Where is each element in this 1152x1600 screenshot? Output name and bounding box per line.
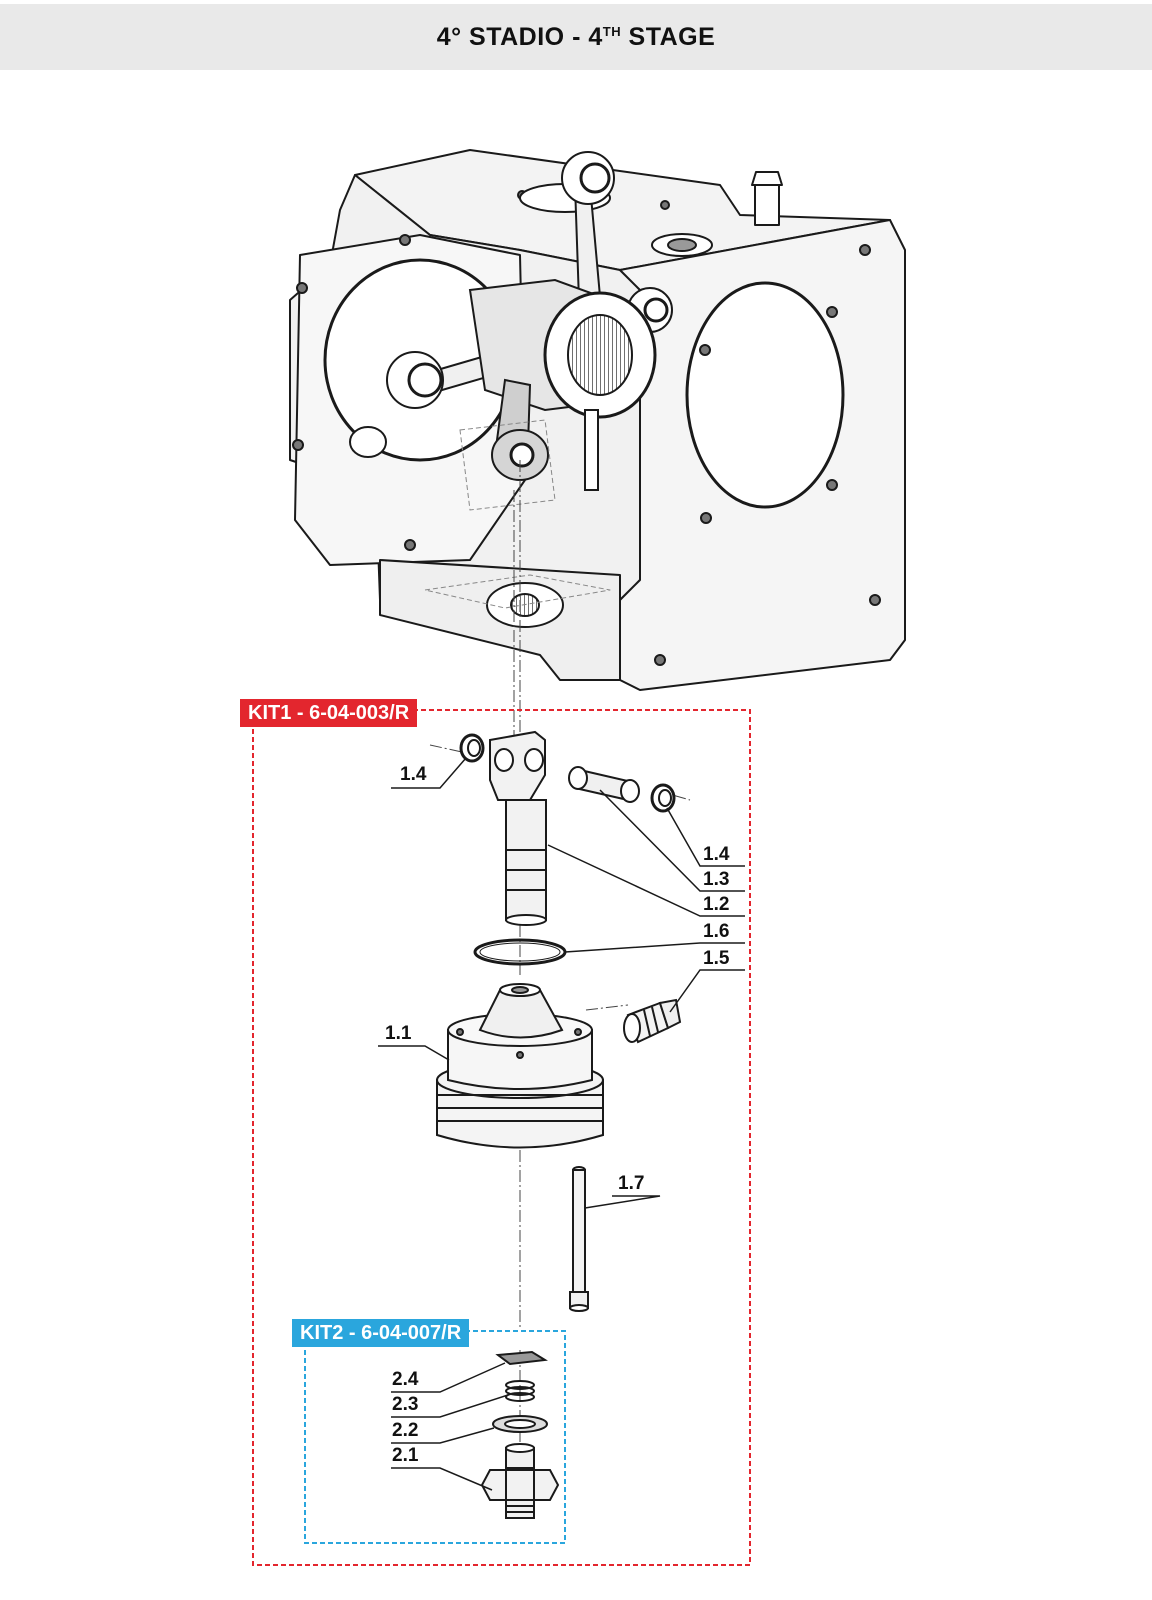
- callout-1-6: 1.6: [703, 921, 730, 942]
- kit1-boundary: [252, 709, 751, 1566]
- callout-2-3: 2.3: [392, 1394, 419, 1415]
- part-1-5-fitting: [623, 998, 682, 1044]
- callout-1-1: 1.1: [385, 1023, 412, 1044]
- part-2-3-spring: [505, 1380, 535, 1402]
- callout-1-4-right: 1.4: [703, 844, 730, 865]
- callout-1-2: 1.2: [703, 894, 730, 915]
- part-1-1-cylinder-head: [436, 983, 604, 1149]
- title-superscript: TH: [602, 23, 622, 39]
- title-end: STAGE: [621, 22, 716, 51]
- callout-1-5: 1.5: [703, 948, 730, 969]
- part-1-7-bolt: [569, 1166, 589, 1312]
- part-1-2-plunger: [489, 730, 547, 926]
- title-main: 4° STADIO - 4: [436, 22, 603, 51]
- callout-1-7: 1.7: [618, 1173, 645, 1194]
- kit2-label: KIT2 - 6-04-007/R: [292, 1319, 470, 1347]
- piston-outline-dashed: [459, 419, 556, 511]
- callout-2-2: 2.2: [392, 1420, 419, 1441]
- callout-2-1: 2.1: [392, 1445, 419, 1466]
- callout-1-4-left: 1.4: [400, 764, 427, 785]
- leader-lines: [378, 757, 745, 1491]
- callout-1-3: 1.3: [703, 869, 730, 890]
- part-1-4-left-snap-ring: [459, 733, 485, 763]
- part-1-3-pin: [568, 766, 640, 803]
- page-title: 4° STADIO - 4TH STAGE: [437, 23, 716, 52]
- callout-2-4: 2.4: [392, 1369, 419, 1390]
- part-1-4-right-snap-ring: [650, 783, 676, 813]
- page-header: 4° STADIO - 4TH STAGE: [0, 4, 1152, 70]
- part-2-2-washer: [492, 1415, 548, 1433]
- part-2-1-valve-seat: [480, 1443, 560, 1519]
- kit1-label: KIT1 - 6-04-003/R: [240, 699, 418, 727]
- crank-assembly: [386, 151, 673, 491]
- part-2-4-valve-plate: [495, 1350, 548, 1366]
